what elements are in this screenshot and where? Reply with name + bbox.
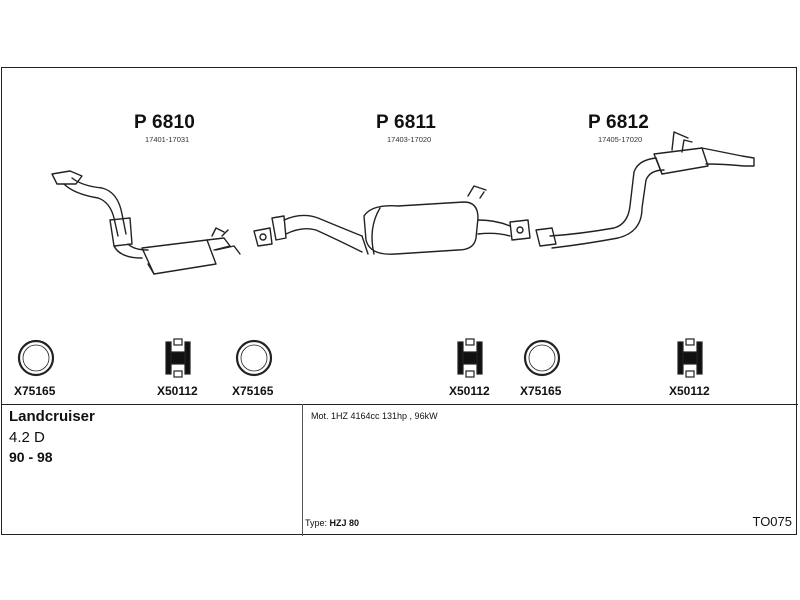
front-pipe-flange [51,170,83,185]
sealing-ring-icon [523,339,561,377]
flange-2 [271,215,287,241]
sealing-ring-icon [235,339,273,377]
exhaust-drawing [51,131,755,275]
flange-1 [253,227,273,247]
part-oem-p6812: 17405-17020 [598,135,643,144]
accessory-label: X75165 [14,384,56,398]
type-value: HZJ 80 [329,518,360,528]
accessory-label: X75165 [520,384,562,398]
sealing-ring-icon [17,339,55,377]
vehicle-engine: 4.2 D [9,429,45,446]
rear-section-p6812 [535,131,755,249]
vehicle-model: Landcruiser [9,408,95,425]
rubber-hanger-icon [677,338,703,378]
motor-spec: Mot. 1HZ 4164cc 131hp , 96kW [311,411,438,421]
type-label: Type: [305,518,328,528]
accessory-label: X50112 [449,384,490,398]
vehicle-type: Type: HZJ 80 [305,518,359,528]
exhaust-diagram: P 6810 17401-17031 P 6811 17403-17020 P … [2,68,798,404]
part-oem-p6811: 17403-17020 [387,135,432,144]
vehicle-years: 90 - 98 [9,449,53,465]
accessory-icons [17,338,703,378]
accessory-label: X50112 [157,384,198,398]
middle-section-p6811 [271,185,531,255]
part-code-p6810: P 6810 [134,112,196,133]
part-code-p6812: P 6812 [588,112,650,133]
front-pipe-p6810 [51,170,273,275]
accessory-label: X75165 [232,384,274,398]
flange-3 [509,219,531,241]
rubber-hanger-icon [165,338,191,378]
front-silencer [141,239,217,275]
section-divider [2,404,798,405]
reference-code: TO075 [752,514,792,529]
rubber-hanger-icon [457,338,483,378]
flex-joint [109,217,133,247]
part-oem-p6810: 17401-17031 [145,135,190,144]
center-silencer [363,201,479,255]
column-divider [302,404,303,536]
part-code-p6811: P 6811 [376,112,437,133]
accessory-label: X50112 [669,384,710,398]
flange-4 [535,227,557,247]
catalog-sheet: P 6810 17401-17031 P 6811 17403-17020 P … [1,67,798,536]
